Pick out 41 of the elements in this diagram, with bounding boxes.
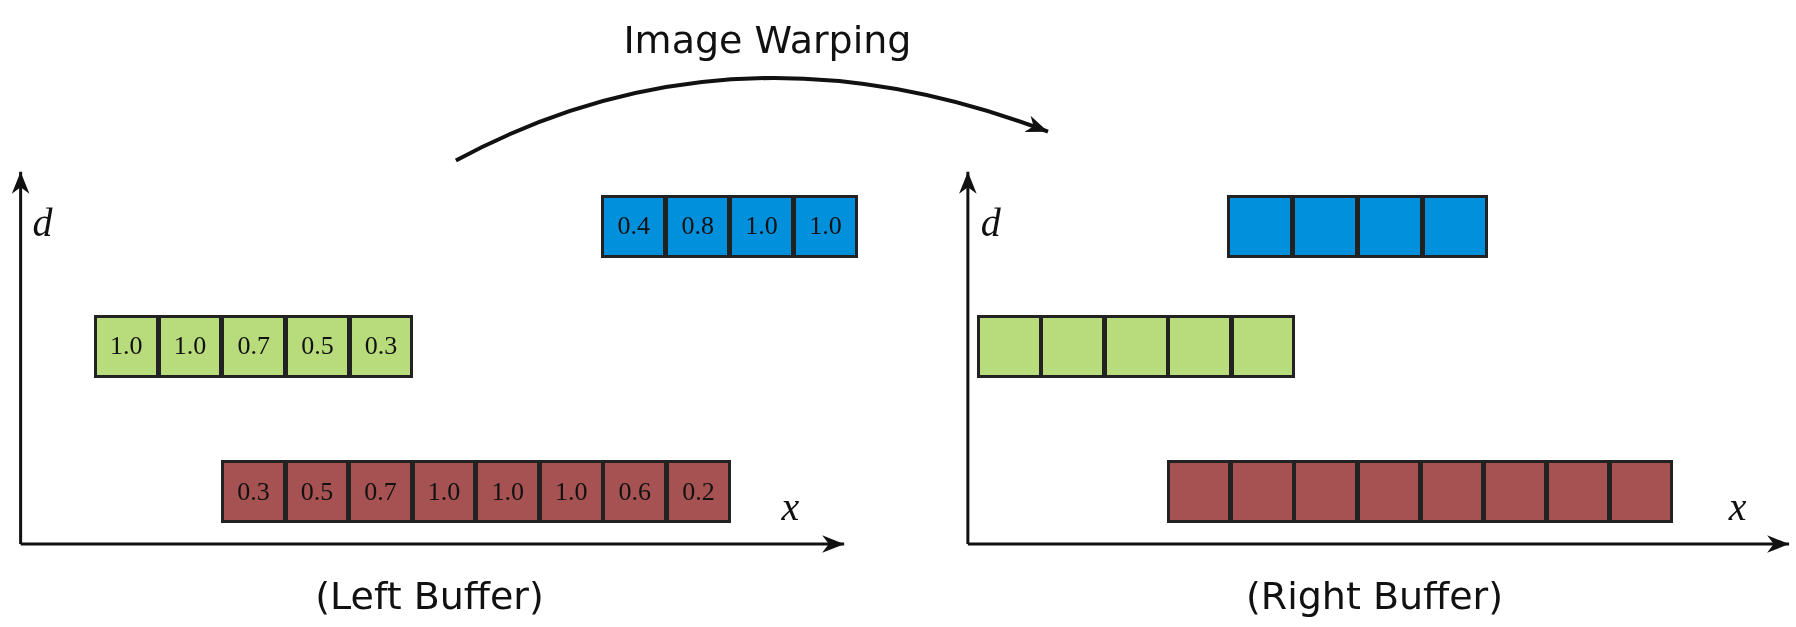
axis-label: d (32, 203, 53, 244)
cell-value: 1.0 (173, 331, 207, 362)
value-cell (157, 315, 223, 378)
cell-value: 1.0 (809, 211, 842, 242)
cell-value: 0.2 (682, 476, 715, 507)
cell-value: 1.0 (745, 211, 778, 242)
cell-value: 1.0 (110, 331, 143, 362)
value-cell (221, 315, 287, 378)
cell-value: 1.0 (555, 476, 588, 507)
value-cell (792, 194, 858, 258)
cell-value: 0.8 (681, 211, 714, 242)
cell-value: 0.4 (617, 211, 651, 242)
value-cell (284, 460, 350, 524)
panel-caption: (Right Buffer) (1245, 576, 1504, 615)
axis-label: x (781, 487, 800, 528)
cell-value: 0.3 (237, 476, 270, 507)
cell-value: 0.6 (618, 476, 652, 507)
panel-caption: (Left Buffer) (315, 576, 544, 615)
cell-value: 1.0 (491, 476, 524, 507)
value-cell (348, 315, 414, 378)
cell-value: 0.5 (300, 476, 334, 507)
cell-value: 0.7 (237, 331, 270, 362)
value-cell (221, 460, 286, 524)
value-cell (411, 460, 477, 524)
cell-value: 0.5 (301, 331, 334, 362)
axis-label: x (1728, 487, 1747, 528)
value-cell (601, 194, 667, 258)
cell-value: 0.7 (364, 476, 397, 507)
axis-label: d (980, 203, 1001, 244)
value-cell (93, 315, 159, 378)
arrow-label: Image Warping (623, 21, 912, 60)
cell-value: 1.0 (427, 476, 461, 507)
value-cell (729, 194, 795, 258)
cell-value: 0.3 (364, 331, 398, 362)
value-cell (348, 460, 413, 524)
value-cell (665, 194, 731, 258)
value-cell (475, 460, 541, 524)
value-cell (538, 460, 604, 524)
value-cell (666, 460, 731, 524)
value-cell (284, 315, 350, 378)
value-cell (602, 460, 668, 524)
